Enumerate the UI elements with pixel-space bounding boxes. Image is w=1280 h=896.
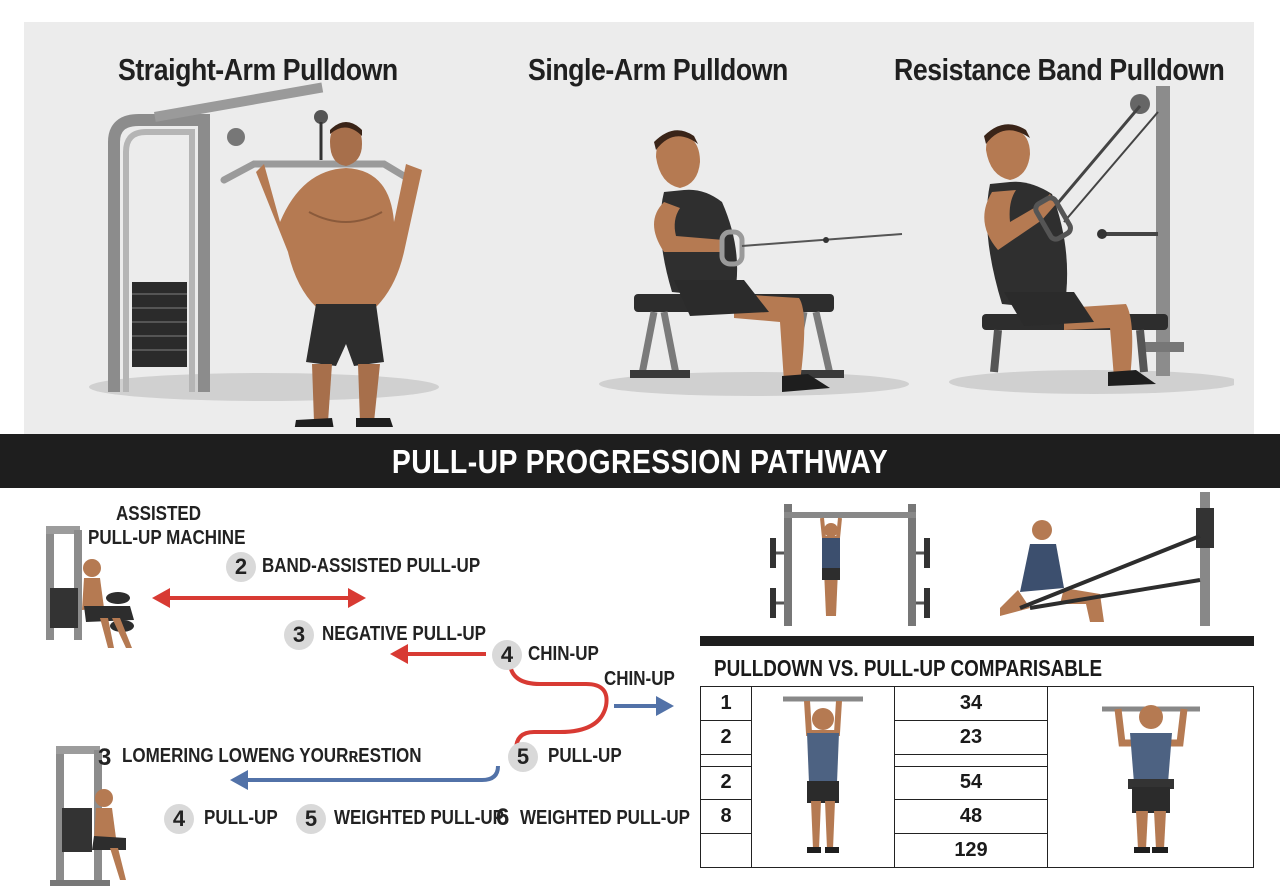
table-cell-value: 129 (894, 833, 1048, 868)
table-row: 129 (700, 833, 1254, 868)
section-banner: PULL-UP PROGRESSION PATHWAY (0, 434, 1280, 488)
table-cell-num: 2 (700, 719, 752, 755)
straight-arm-pulldown-illustration (89, 82, 439, 427)
step-badge-5: 5 (508, 742, 538, 772)
step-badge-4: 4 (492, 640, 522, 670)
single-arm-pulldown-illustration (599, 130, 909, 396)
bottom-number-6: 6 (496, 804, 510, 831)
exercise-title-resistance-band: Resistance Band Pulldown (894, 52, 1225, 87)
table-cell-value: 54 (894, 765, 1048, 801)
exercise-panel: Straight-Arm Pulldown Single-Arm Pulldow… (24, 22, 1254, 434)
resistance-band-pulldown-illustration (949, 86, 1234, 394)
table-row: 2 23 (700, 719, 1254, 755)
table-cell-num: 8 (700, 799, 752, 835)
side-label-chin-up: CHIN-UP (604, 668, 675, 690)
pull-up-figure-illustration (783, 696, 863, 853)
table-cell-value: 48 (894, 799, 1048, 835)
assisted-machine-label-line2: PULL-UP MACHINE (88, 527, 246, 549)
table-cell-num (700, 753, 752, 767)
comparison-divider (700, 636, 1254, 646)
pullup-figure-cell (1047, 686, 1254, 868)
table-cell-value: 23 (894, 719, 1048, 755)
exercise-title-single-arm: Single-Arm Pulldown (528, 52, 788, 87)
banner-title: PULL-UP PROGRESSION PATHWAY (391, 443, 889, 480)
table-row (700, 753, 1254, 767)
table-cell-value (894, 753, 1048, 767)
table-cell-num (700, 833, 752, 868)
bottom-label-weighted-2: WEIGHTED PULL-UP (520, 807, 690, 829)
progression-arrows (46, 526, 674, 886)
lowering-step-label: LOMERING LOWENG YOURʀESTION (122, 745, 422, 767)
table-row: 1 34 (700, 686, 1254, 868)
pulldown-figure-cell (751, 686, 895, 868)
pull-up-rig-illustrations (770, 492, 1214, 626)
bottom-label-weighted-1: WEIGHTED PULL-UP (334, 807, 504, 829)
bottom-badge-4: 4 (164, 804, 194, 834)
exercise-title-straight-arm: Straight-Arm Pulldown (118, 52, 398, 87)
assisted-machine-illustration-top (46, 526, 134, 648)
comparison-table: 1 34 (700, 686, 1254, 868)
step-label-band-assisted: BAND-ASSISTED PULL-UP (262, 555, 481, 577)
assisted-machine-label-line1: ASSISTED (116, 503, 202, 525)
step-label-negative: NEGATIVE PULL-UP (322, 623, 487, 645)
table-cell-value: 34 (894, 686, 1048, 721)
bottom-badge-5: 5 (296, 804, 326, 834)
bottom-label-pull-up: PULL-UP (204, 807, 278, 829)
step-label-pull-up: PULL-UP (548, 745, 622, 767)
step-badge-3: 3 (284, 620, 314, 650)
table-cell-num: 2 (700, 765, 752, 801)
assisted-machine-illustration-bottom (50, 746, 126, 886)
lowering-step-number: 3 (98, 744, 112, 771)
step-badge-2: 2 (226, 552, 256, 582)
comparison-title: PULLDOWN VS. PULL-UP COMPARISABLE (714, 655, 1103, 681)
weighted-pull-up-figure-illustration (1101, 705, 1200, 853)
table-cell-num: 1 (700, 686, 752, 721)
step-label-chin-up: CHIN-UP (528, 643, 599, 665)
